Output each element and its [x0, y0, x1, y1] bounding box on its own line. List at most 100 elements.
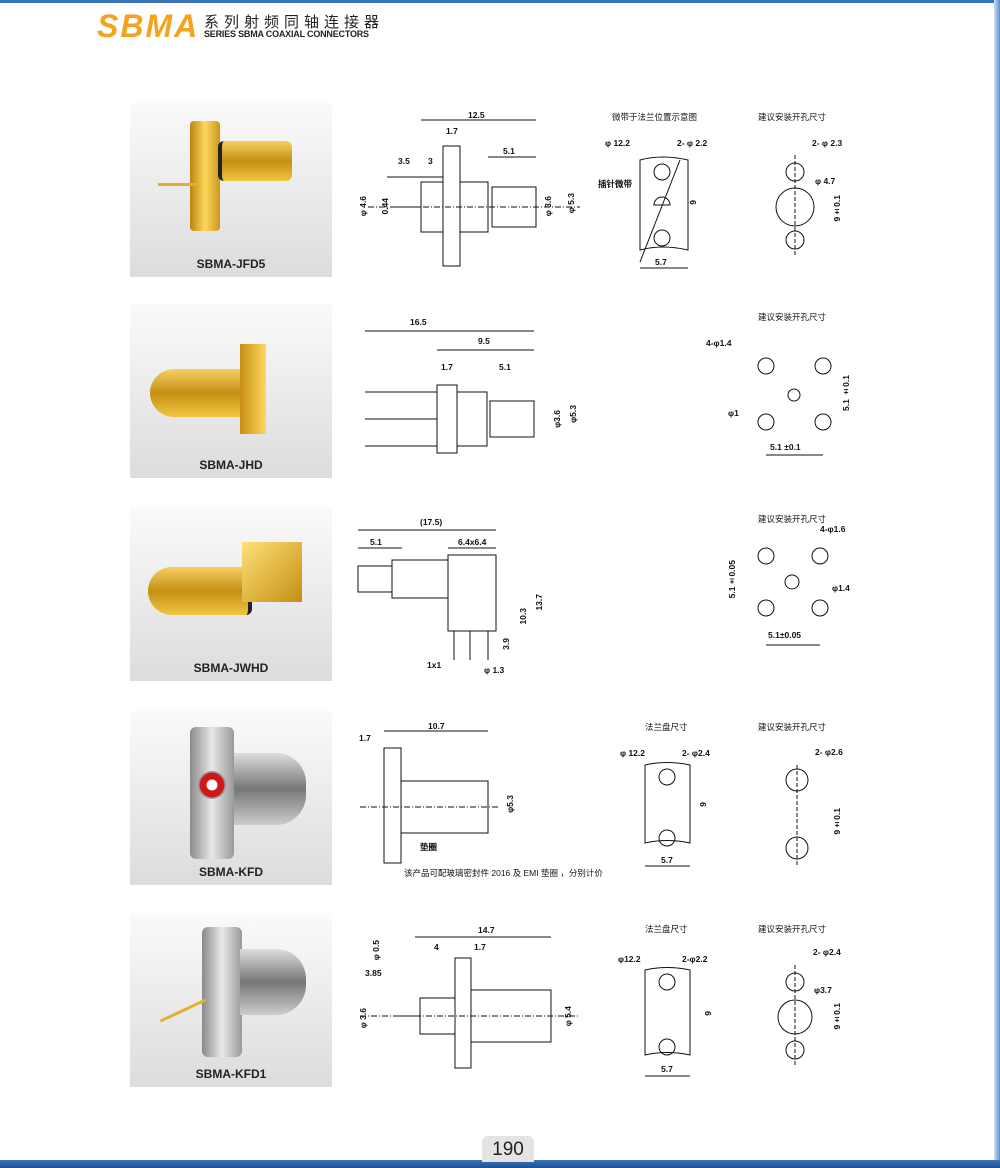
top-rule	[0, 0, 1000, 3]
dim-label: 9	[688, 200, 698, 205]
dim-label: 5.1±0.05	[727, 560, 737, 599]
block-shape	[242, 542, 302, 602]
dim-label: φ12.2	[618, 954, 641, 964]
hole-title: 建议安装开孔尺寸	[758, 112, 827, 122]
hole-title: 建议安装开孔尺寸	[758, 312, 827, 322]
dim-label: 3.85	[365, 968, 382, 978]
dim-label: 4-φ1.4	[706, 338, 732, 348]
insulator-shape	[198, 771, 226, 799]
dim-label: 0.44	[380, 198, 390, 215]
dim-label: φ1.4	[832, 583, 850, 593]
product-photo-kfd: SBMA-KFD	[130, 711, 332, 885]
body-shape	[218, 141, 292, 181]
dim-label: 9±0.1	[832, 195, 842, 222]
dim-label: 5.1 ±0.1	[841, 375, 851, 411]
dim-label: 3	[428, 156, 433, 166]
dim-label: 3.9	[501, 638, 511, 650]
dim-label: φ 12.2	[605, 138, 630, 148]
dim-label: 2- φ 2.2	[677, 138, 708, 148]
dim-label: 13.7	[534, 594, 544, 611]
dim-label: φ 0.5	[371, 940, 381, 961]
dim-label: φ 5.3	[566, 193, 576, 214]
pin-shape	[158, 183, 198, 186]
flange-shape	[240, 344, 266, 434]
product-photo-kfd1: SBMA-KFD1	[130, 913, 332, 1087]
dim-label: 9	[703, 1011, 713, 1016]
dim-label: 9±0.1	[832, 1003, 842, 1030]
drawing-jwhd-hole	[757, 547, 829, 646]
dim-label: 5.7	[661, 1064, 673, 1074]
dim-label: 1.7	[446, 126, 458, 136]
product-label: SBMA-JHD	[199, 458, 263, 472]
body-shape	[240, 949, 306, 1015]
drawing-kfd1-flange	[644, 967, 691, 1077]
dim-label: 2- φ2.4	[813, 947, 841, 957]
dim-label: φ 4.7	[815, 176, 836, 186]
dim-label: 2- φ2.4	[682, 748, 710, 758]
dim-label: φ5.3	[568, 405, 578, 423]
dim-label: φ3.6	[552, 410, 562, 428]
drawing-kfd1-hole	[777, 965, 813, 1065]
dim-label: 5.1	[499, 362, 511, 372]
dim-label: φ 12.2	[620, 748, 645, 758]
drawing-kfd-hole	[785, 765, 809, 865]
product-photo-jhd: SBMA-JHD	[130, 304, 332, 478]
dim-label: 5.1	[370, 537, 382, 547]
dim-label: 10.3	[518, 608, 528, 625]
dim-label: 3.5	[398, 156, 410, 166]
flange-title: 微带于法兰位置示意图	[612, 112, 698, 122]
dim-label: φ1	[728, 408, 739, 418]
product-label: SBMA-JWHD	[193, 661, 269, 675]
dim-label: 10.7	[428, 721, 445, 731]
drawing-kfd-side	[360, 730, 500, 864]
header-title-cn: 系列射频同轴连接器	[204, 14, 385, 31]
product-label: SBMA-KFD1	[195, 1067, 267, 1081]
dim-label: 垫圈	[420, 842, 438, 852]
dim-label: 12.5	[468, 110, 485, 120]
drawing-jwhd-side	[357, 529, 497, 660]
product-label: SBMA-KFD	[199, 865, 263, 879]
hole-title: 建议安装开孔尺寸	[758, 924, 827, 934]
dim-label: φ 5.4	[563, 1006, 573, 1027]
drawing-jfd5-hole	[775, 155, 815, 255]
dim-label: 4	[434, 942, 439, 952]
dim-label: 14.7	[478, 925, 495, 935]
dim-label: φ5.3	[505, 795, 515, 813]
dim-label: φ3.7	[814, 985, 832, 995]
dim-label: 2- φ 2.3	[812, 138, 843, 148]
dim-label: φ 1.3	[484, 665, 505, 675]
drawing-jhd-hole	[757, 357, 832, 456]
dim-label: 16.5	[410, 317, 427, 327]
product-photo-jwhd: SBMA-JWHD	[130, 507, 332, 681]
dim-label: 6.4x6.4	[458, 537, 487, 547]
drawing-jhd-side	[365, 330, 535, 454]
dim-label: 9	[698, 802, 708, 807]
drawing-jfd5-side	[368, 119, 580, 267]
flange-shape	[190, 121, 220, 231]
page-number: 190	[482, 1136, 534, 1162]
dim-label: 1.7	[441, 362, 453, 372]
dim-label: φ 4.6	[358, 196, 368, 217]
dim-label: 2- φ2.6	[815, 747, 843, 757]
dim-label: 5.1±0.05	[768, 630, 802, 640]
right-edge-bar	[994, 0, 1000, 1168]
dim-label: 5.1 ±0.1	[770, 442, 801, 452]
product-note: 该产品可配玻璃密封件 2016 及 EMI 垫圈 ，分别计价	[404, 868, 603, 878]
dim-label: 5.1	[503, 146, 515, 156]
body-shape	[234, 753, 306, 825]
dim-label: 9.5	[478, 336, 490, 346]
dim-label: 1.7	[359, 733, 371, 743]
dim-label: 1x1	[427, 660, 442, 670]
dim-label: 1.7	[474, 942, 486, 952]
dim-label: 插针微带	[598, 179, 633, 189]
drawing-jfd5-flange	[639, 156, 689, 269]
dim-label: (17.5)	[420, 517, 443, 527]
flange-title: 法兰盘尺寸	[645, 924, 688, 934]
dim-label: φ 3.6	[543, 196, 553, 217]
drawing-kfd1-side	[360, 936, 580, 1069]
dim-label: 4-φ1.6	[820, 524, 846, 534]
bottom-rule	[0, 1160, 1000, 1168]
dim-label: 5.7	[655, 257, 667, 267]
hole-title: 建议安装开孔尺寸	[758, 514, 827, 524]
